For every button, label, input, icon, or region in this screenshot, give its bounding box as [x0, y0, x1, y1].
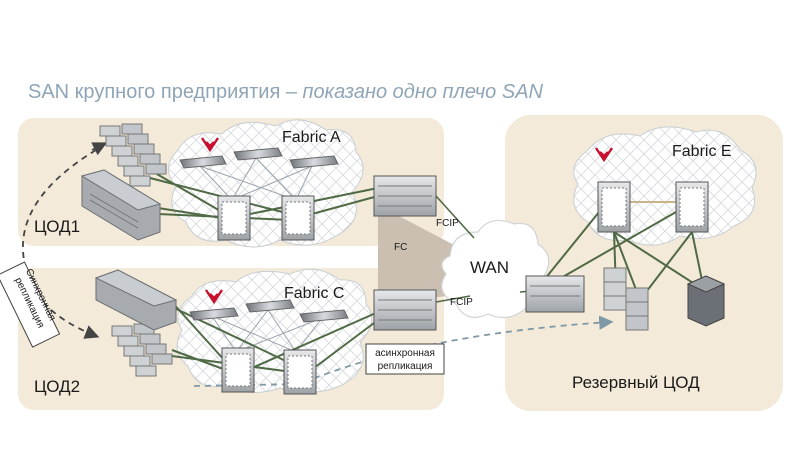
- backup-dc-label: Резервный ЦОД: [572, 373, 700, 392]
- director-chassis-icon: [597, 181, 709, 233]
- fabric-switch-icon: [189, 299, 349, 323]
- fcip-top-label: FCIP: [436, 218, 459, 229]
- async-replication-callout: асинхронная репликация: [365, 343, 445, 375]
- fabric-c-label: Fabric C: [284, 285, 344, 302]
- dc2-label: ЦОД2: [34, 377, 80, 396]
- fabric-a-label: Fabric A: [282, 129, 341, 146]
- async-label-1: асинхронная: [375, 348, 435, 359]
- fc-label: FC: [394, 242, 407, 253]
- fcip-router-icon: [373, 175, 585, 331]
- director-chassis-icon: [217, 195, 315, 241]
- fabric-e-label: Fabric E: [672, 143, 732, 160]
- server-tower-icon: [686, 275, 726, 327]
- page-title: SAN крупного предприятия – показано одно…: [28, 81, 544, 103]
- dc1-label: ЦОД1: [34, 217, 80, 236]
- async-label-2: репликация: [378, 361, 433, 372]
- tape-library-icon: [80, 169, 162, 241]
- fcip-bottom-label: FCIP: [450, 297, 473, 308]
- director-chassis-icon: [221, 347, 317, 395]
- fabric-a-mesh: [199, 157, 313, 201]
- brocade-logo-icon: [201, 137, 613, 305]
- fabric-switch-icon: [179, 147, 339, 169]
- sync-replication-arrow: [22, 149, 100, 339]
- storage-array-icon: [99, 123, 167, 187]
- storage-array-icon: [111, 323, 173, 377]
- storage-array-icon: [603, 267, 649, 331]
- tape-library-icon: [94, 269, 178, 331]
- wan-label: WAN: [470, 258, 509, 277]
